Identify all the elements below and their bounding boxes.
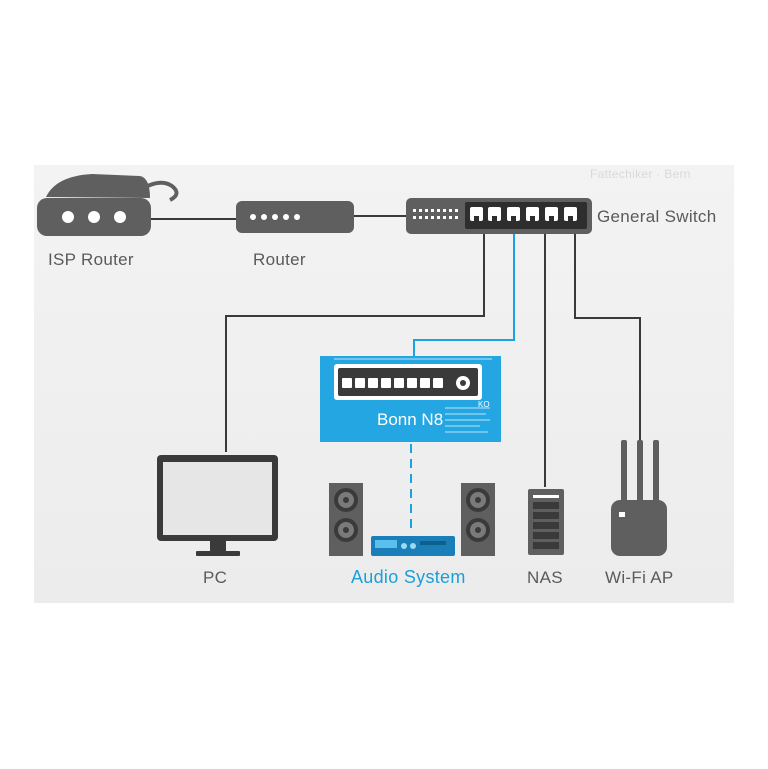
bonn-n8-label: Bonn N8 (377, 410, 444, 429)
connections-audio (410, 232, 515, 534)
connections (150, 215, 641, 487)
isp-router-label: ISP Router (48, 250, 134, 269)
wifi-ap-label: Wi-Fi AP (605, 568, 674, 587)
bonn-n8-badge: KO (478, 400, 490, 409)
watermark: Fattechiker · Bern (590, 167, 691, 181)
router-label: Router (253, 250, 306, 269)
link-switch-wifi (574, 232, 641, 440)
monitor-icon (157, 455, 278, 556)
pc-label: PC (203, 568, 228, 587)
nas-label: NAS (527, 568, 563, 587)
audio-system-label: Audio System (351, 567, 466, 587)
general-switch-label: General Switch (597, 207, 717, 226)
speaker-icon (461, 483, 495, 556)
link-switch-bonn (413, 232, 515, 356)
wifi-ap-icon (611, 440, 667, 556)
nas-icon (528, 489, 564, 555)
isp-router-icon (37, 174, 179, 236)
link-switch-pc (225, 232, 485, 452)
speaker-icon (329, 483, 363, 556)
bonn-n8-icon (320, 356, 501, 442)
router-icon (236, 201, 354, 233)
amplifier-icon (371, 536, 455, 556)
switch-icon (406, 198, 592, 234)
